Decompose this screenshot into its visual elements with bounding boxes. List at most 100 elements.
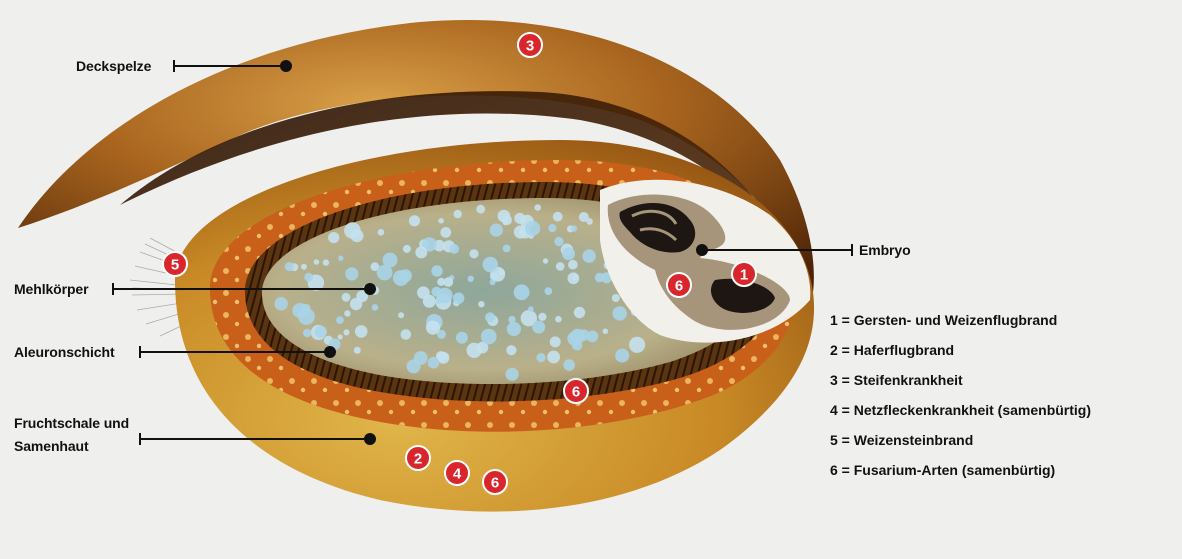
starch-granule: [544, 287, 552, 295]
starch-granule: [550, 336, 561, 347]
marker-4: 4: [445, 461, 469, 485]
starch-granule: [301, 264, 307, 270]
starch-granule: [498, 210, 511, 223]
starch-granule: [444, 277, 454, 287]
svg-text:2: 2: [414, 451, 422, 468]
starch-granule: [453, 293, 464, 304]
starch-granule: [350, 298, 362, 310]
starch-granule: [568, 260, 578, 270]
starch-granule: [525, 221, 540, 236]
label-samenhaut: Samenhaut: [14, 436, 89, 456]
starch-granule: [456, 332, 468, 344]
starch-granule: [354, 347, 361, 354]
starch-granule: [345, 267, 358, 280]
starch-granule: [528, 306, 534, 312]
starch-granule: [344, 310, 350, 316]
starch-granule: [547, 351, 560, 364]
label-mehlkoerper: Mehlkörper: [14, 279, 88, 299]
starch-granule: [454, 210, 462, 218]
starch-granule: [401, 329, 412, 340]
starch-granule: [629, 337, 645, 353]
starch-granule: [338, 334, 343, 339]
starch-granule: [571, 225, 577, 231]
marker-1: 1: [732, 262, 756, 286]
starch-granule: [505, 368, 518, 381]
starch-granule: [399, 269, 412, 282]
legend-item-3: 3 = Steifenkrankheit: [830, 369, 1091, 399]
starch-granule: [534, 204, 541, 211]
starch-granule: [285, 262, 294, 271]
starch-granule: [532, 321, 545, 334]
starch-granule: [582, 249, 595, 262]
starch-granule: [315, 326, 327, 338]
starch-granule: [468, 276, 474, 282]
starch-granule: [344, 222, 361, 239]
starch-granule: [567, 331, 582, 346]
starch-granule: [469, 249, 478, 258]
label-embryo: Embryo: [859, 240, 911, 260]
legend-item-2: 2 = Haferflugbrand: [830, 339, 1091, 369]
svg-text:1: 1: [740, 267, 748, 284]
starch-granule: [449, 244, 459, 254]
starch-granule: [442, 353, 448, 359]
starch-granule: [613, 306, 627, 320]
starch-granule: [415, 246, 427, 258]
starch-granule: [355, 325, 368, 338]
starch-granule: [483, 257, 498, 272]
starch-granule: [409, 215, 420, 226]
starch-granule: [476, 205, 485, 214]
starch-granule: [579, 212, 589, 222]
label-fruchtschale: Fruchtschale und: [14, 413, 129, 433]
legend-item-6: 6 = Fusarium-Arten (samenbürtig): [830, 459, 1091, 489]
starch-granule: [548, 224, 556, 232]
starch-granule: [485, 312, 495, 322]
starch-granule: [556, 262, 565, 271]
starch-granule: [398, 312, 404, 318]
legend-item-4: 4 = Netzfleckenkrankheit (samenbürtig): [830, 399, 1091, 429]
starch-granule: [298, 308, 315, 325]
disease-legend: 1 = Gersten- und Weizenflugbrand 2 = Haf…: [830, 309, 1091, 489]
svg-text:6: 6: [572, 384, 580, 401]
starch-granule: [378, 229, 385, 236]
starch-granule: [538, 313, 546, 321]
starch-granule: [536, 353, 545, 362]
starch-granule: [603, 329, 609, 335]
starch-granule: [338, 256, 343, 261]
starch-granule: [555, 316, 562, 323]
marker-2: 2: [406, 446, 430, 470]
starch-granule: [553, 212, 563, 222]
starch-granule: [563, 359, 575, 371]
starch-granule: [383, 253, 398, 268]
starch-granule: [514, 284, 530, 300]
marker-6-aleurone: 6: [564, 379, 588, 403]
starch-granule: [342, 293, 351, 302]
label-deckspelze: Deckspelze: [76, 56, 151, 76]
starch-granule: [440, 227, 451, 238]
svg-text:4: 4: [453, 466, 462, 483]
starch-granule: [481, 329, 497, 345]
starch-granule: [303, 329, 311, 337]
starch-granule: [595, 273, 605, 283]
starch-granule: [587, 331, 599, 343]
starch-granule: [336, 316, 344, 324]
starch-granule: [499, 269, 505, 275]
starch-granule: [328, 232, 339, 243]
starch-granule: [543, 258, 548, 263]
starch-granule: [503, 245, 511, 253]
starch-granule: [436, 299, 441, 304]
starch-granule: [426, 321, 440, 335]
legend-item-5: 5 = Weizensteinbrand: [830, 429, 1091, 459]
starch-granule: [612, 294, 620, 302]
starch-granule: [438, 218, 444, 224]
starch-granule: [574, 307, 585, 318]
starch-granule: [615, 349, 629, 363]
starch-granule: [428, 357, 440, 369]
starch-granule: [506, 345, 516, 355]
starch-granule: [431, 265, 442, 276]
starch-granule: [417, 286, 430, 299]
starch-granule: [478, 301, 484, 307]
starch-granule: [490, 224, 503, 237]
svg-text:5: 5: [171, 257, 179, 274]
starch-granule: [323, 259, 329, 265]
svg-text:6: 6: [675, 278, 683, 295]
